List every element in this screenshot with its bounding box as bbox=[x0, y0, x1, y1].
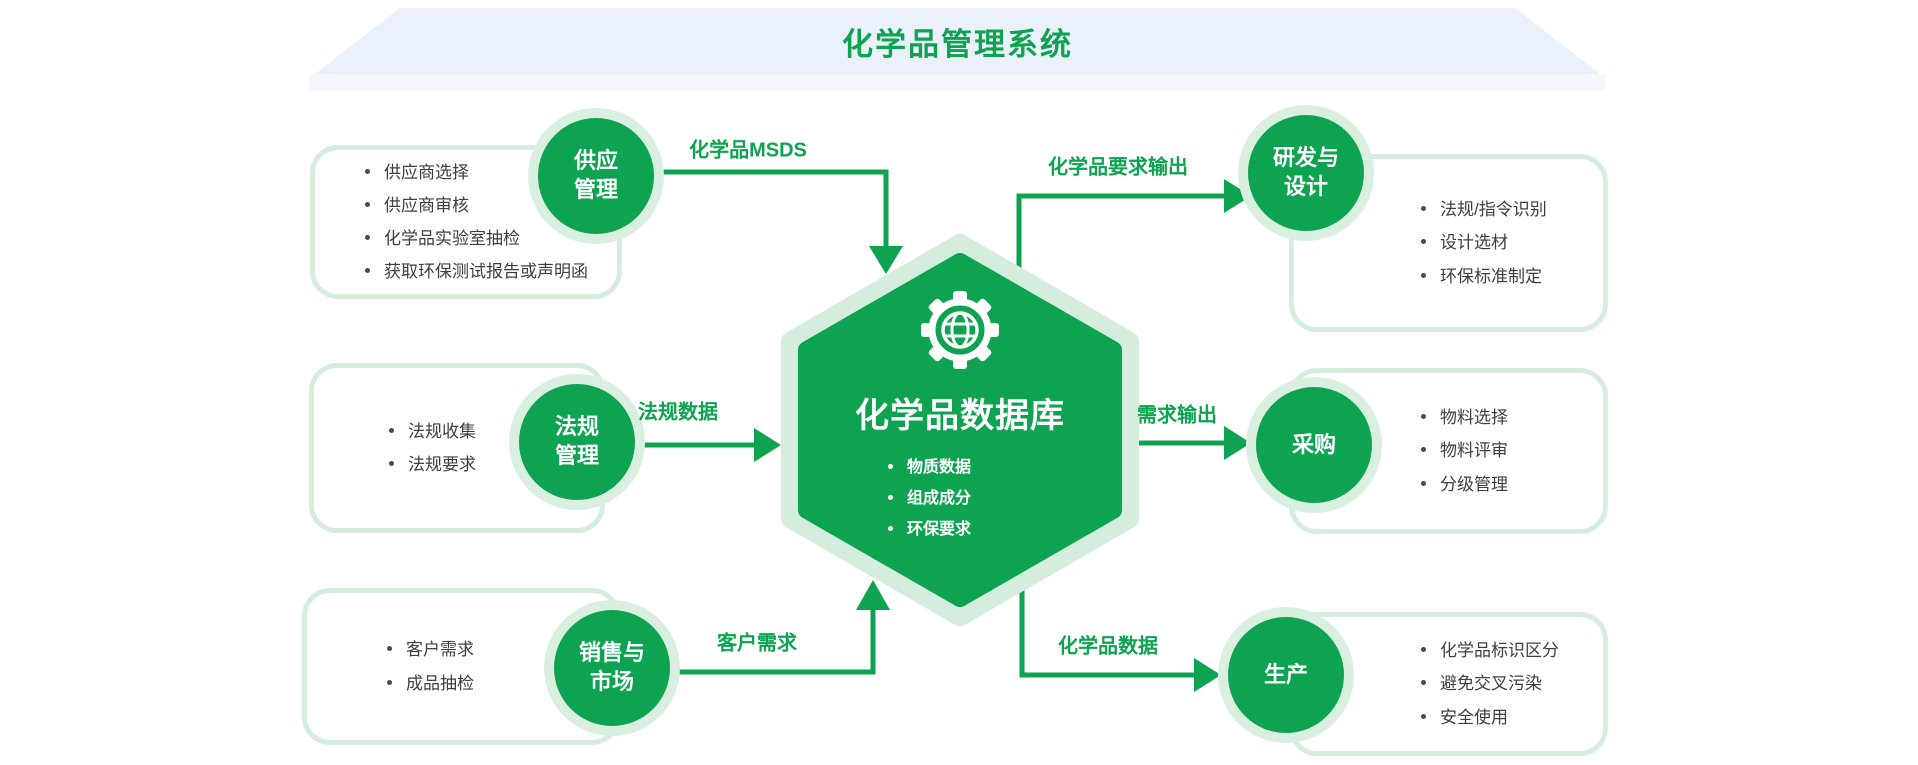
database-items-list: 物质数据组成成分环保要求 bbox=[888, 452, 971, 546]
supply-management-item: 供应商审核 bbox=[365, 189, 617, 222]
circle-label-line: 供应 bbox=[573, 148, 618, 174]
circle-label-line: 采购 bbox=[1291, 431, 1336, 457]
arrow-label-regulation: 法规数据 bbox=[638, 401, 718, 424]
production-list: 化学品标识区分避免交叉污染安全使用 bbox=[1294, 634, 1603, 734]
sales-market-item: 成品抽检 bbox=[387, 667, 615, 700]
circle-label-line: 法规 bbox=[554, 414, 599, 440]
arrow-label-procurement: 需求输出 bbox=[1137, 404, 1217, 427]
rnd-design-circle: 研发与设计 bbox=[1248, 115, 1364, 231]
supply-management-item: 化学品实验室抽检 bbox=[365, 222, 617, 255]
arrow-label-sales: 客户需求 bbox=[717, 632, 797, 655]
production-item: 安全使用 bbox=[1421, 701, 1603, 734]
circle-label-line: 管理 bbox=[554, 443, 599, 468]
header-banner-strip bbox=[309, 74, 1606, 91]
database-item: 环保要求 bbox=[888, 514, 971, 545]
rnd-design-item: 设计选材 bbox=[1421, 226, 1603, 259]
circle-label-line: 管理 bbox=[573, 177, 618, 202]
rnd-design-list: 法规/指令识别设计选材环保标准制定 bbox=[1294, 193, 1603, 293]
arrow-label-supply: 化学品MSDS bbox=[689, 139, 807, 162]
procurement-card: 物料选择物料评审分级管理 bbox=[1289, 368, 1608, 534]
procurement-item: 分级管理 bbox=[1421, 468, 1603, 501]
gear-globe-icon bbox=[921, 291, 999, 369]
arrow-label-production: 化学品数据 bbox=[1058, 635, 1158, 658]
arrowhead-regulation bbox=[754, 428, 781, 462]
procurement-circle: 采购 bbox=[1256, 387, 1372, 503]
supply-management-circle: 供应管理 bbox=[538, 118, 654, 234]
procurement-item: 物料评审 bbox=[1421, 434, 1603, 467]
production-item: 避免交叉污染 bbox=[1421, 667, 1603, 700]
arrowhead-sales bbox=[856, 580, 890, 610]
database-title: 化学品数据库 bbox=[855, 397, 1065, 435]
arrowhead-production bbox=[1194, 658, 1221, 692]
sales-market-item: 客户需求 bbox=[387, 633, 615, 666]
sales-market-list: 客户需求成品抽检 bbox=[307, 633, 615, 700]
regulation-management-item: 法规收集 bbox=[389, 415, 600, 448]
arrow-supply-to-database bbox=[658, 169, 889, 248]
sales-market-circle: 销售与市场 bbox=[554, 610, 670, 726]
regulation-management-circle: 法规管理 bbox=[519, 384, 635, 500]
supply-management-list: 供应商选择供应商审核化学品实验室抽检获取环保测试报告或声明函 bbox=[315, 156, 617, 289]
arrowhead-rnd bbox=[1224, 179, 1251, 213]
regulation-management-list: 法规收集法规要求 bbox=[314, 415, 600, 482]
arrowhead-supply bbox=[869, 246, 903, 274]
database-item: 物质数据 bbox=[888, 452, 971, 483]
procurement-item: 物料选择 bbox=[1421, 401, 1603, 434]
arrowhead-procurement bbox=[1224, 426, 1251, 460]
supply-management-item: 获取环保测试报告或声明函 bbox=[365, 255, 617, 288]
production-circle: 生产 bbox=[1228, 617, 1344, 733]
page-title: 化学品管理系统 bbox=[842, 26, 1073, 62]
circle-label-line: 市场 bbox=[589, 669, 634, 694]
rnd-design-item: 环保标准制定 bbox=[1421, 260, 1603, 293]
rnd-design-item: 法规/指令识别 bbox=[1421, 193, 1603, 226]
header-banner: 化学品管理系统 bbox=[315, 8, 1600, 74]
supply-management-item: 供应商选择 bbox=[365, 156, 617, 189]
procurement-list: 物料选择物料评审分级管理 bbox=[1294, 401, 1603, 501]
circle-label-line: 销售与 bbox=[578, 640, 645, 666]
circle-label-line: 研发与 bbox=[1272, 145, 1339, 171]
circle-label-line: 生产 bbox=[1263, 661, 1308, 687]
arrow-label-rnd: 化学品要求输出 bbox=[1048, 156, 1188, 179]
production-item: 化学品标识区分 bbox=[1421, 634, 1603, 667]
regulation-management-item: 法规要求 bbox=[389, 448, 600, 481]
database-item: 组成成分 bbox=[888, 483, 971, 514]
circle-label-line: 设计 bbox=[1283, 174, 1328, 199]
arrow-database-to-rnd bbox=[1016, 193, 1224, 290]
